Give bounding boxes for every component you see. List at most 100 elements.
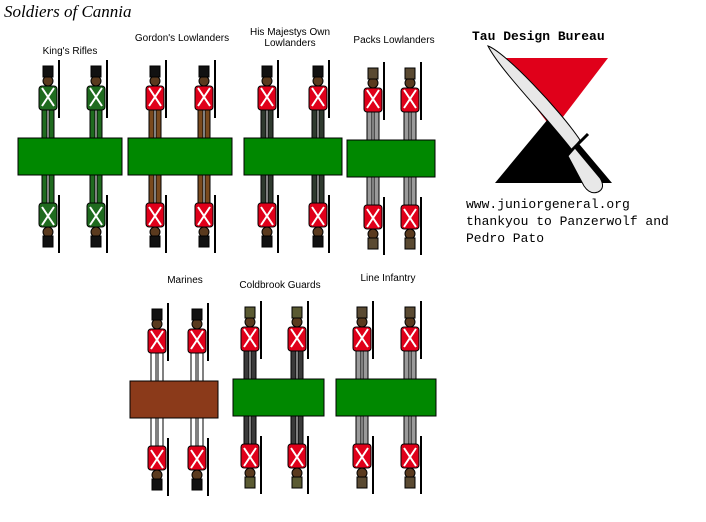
- soldier-front-2: [308, 60, 330, 139]
- soldier-front-1: [352, 301, 374, 380]
- soldier-hat: [149, 65, 161, 78]
- soldier-leg: [243, 348, 250, 380]
- soldier-belt: [197, 87, 211, 107]
- soldier-leg: [155, 107, 162, 139]
- soldier-belt: [150, 330, 164, 350]
- soldier-hat: [90, 65, 102, 78]
- soldier-back-1: [363, 176, 385, 255]
- soldier-back-1: [147, 417, 169, 496]
- soldier-leg: [297, 415, 304, 447]
- soldier-belt: [403, 328, 417, 348]
- soldier-leg: [150, 350, 157, 382]
- soldier-leg: [290, 415, 297, 447]
- unit-line-infantry: [335, 301, 437, 494]
- soldier-back-2: [86, 174, 108, 253]
- soldier-belt: [366, 89, 380, 109]
- unit-base: [127, 137, 233, 176]
- soldier-belt: [243, 328, 257, 348]
- soldier-leg: [318, 107, 325, 139]
- credit-website: www.juniorgeneral.org: [466, 197, 630, 212]
- soldier-belt: [260, 87, 274, 107]
- soldier-belt: [190, 330, 204, 350]
- soldier-belt: [148, 87, 162, 107]
- soldier-back-2: [400, 415, 422, 494]
- soldier-belt: [355, 447, 369, 467]
- soldier-leg: [190, 350, 197, 382]
- soldier-leg: [190, 417, 197, 449]
- unit-gordons-lowlanders: [127, 60, 233, 253]
- soldier-leg: [290, 348, 297, 380]
- soldier-front-1: [257, 60, 279, 139]
- unit-coldbrook-guards: [232, 301, 325, 494]
- soldier-back-1: [257, 174, 279, 253]
- soldier-back-1: [352, 415, 374, 494]
- soldier-leg: [197, 107, 204, 139]
- sheet-title: Soldiers of Cannia: [4, 2, 132, 21]
- unit-label-marines: Marines: [167, 275, 203, 286]
- unit-marines: [129, 303, 219, 496]
- soldier-belt: [148, 206, 162, 226]
- soldier-hat: [151, 478, 163, 491]
- soldier-leg: [204, 107, 211, 139]
- soldier-leg: [157, 350, 164, 382]
- soldier-leg: [197, 417, 204, 449]
- soldier-leg: [250, 348, 257, 380]
- soldier-hat: [191, 478, 203, 491]
- soldier-leg: [362, 415, 369, 447]
- soldier-leg: [403, 415, 410, 447]
- soldier-hat: [291, 476, 303, 489]
- soldier-leg: [243, 415, 250, 447]
- soldier-hat: [42, 65, 54, 78]
- credit-thanks-line-1: thankyou to Panzerwolf and: [466, 214, 669, 229]
- unit-label-coldbrook-guards: Coldbrook Guards: [239, 280, 321, 291]
- soldier-belt: [89, 87, 103, 107]
- soldier-leg: [197, 350, 204, 382]
- unit-base: [17, 137, 123, 176]
- soldier-belt: [311, 206, 325, 226]
- soldier-back-1: [38, 174, 60, 253]
- soldier-leg: [267, 174, 274, 206]
- soldier-front-2: [287, 301, 309, 380]
- soldier-hat: [151, 308, 163, 321]
- soldier-hat: [312, 65, 324, 78]
- soldier-front-2: [400, 301, 422, 380]
- soldier-back-1: [145, 174, 167, 253]
- soldier-hat: [367, 237, 379, 250]
- soldier-hat: [244, 476, 256, 489]
- unit-base: [129, 380, 219, 419]
- soldier-back-2: [187, 417, 209, 496]
- soldier-leg: [148, 174, 155, 206]
- unit-base: [346, 139, 436, 178]
- soldier-leg: [366, 109, 373, 141]
- soldier-leg: [197, 174, 204, 206]
- soldier-hat: [191, 308, 203, 321]
- unit-label-kings-rifles: King's Rifles: [42, 46, 98, 57]
- soldier-belt: [197, 206, 211, 226]
- unit-base: [232, 378, 325, 417]
- soldier-leg: [89, 107, 96, 139]
- soldier-hat: [291, 306, 303, 319]
- soldier-belt: [290, 447, 304, 467]
- soldier-belt: [403, 447, 417, 467]
- soldier-leg: [89, 174, 96, 206]
- soldier-front-2: [194, 60, 216, 139]
- soldier-leg: [297, 348, 304, 380]
- soldier-hat: [261, 235, 273, 248]
- soldier-belt: [366, 208, 380, 228]
- soldier-belt: [41, 206, 55, 226]
- soldier-leg: [311, 107, 318, 139]
- soldier-front-2: [187, 303, 209, 382]
- soldier-leg: [366, 176, 373, 208]
- soldier-belt: [190, 449, 204, 469]
- soldier-back-1: [240, 415, 262, 494]
- soldier-belt: [89, 206, 103, 226]
- soldier-hat: [198, 235, 210, 248]
- soldier-hat: [404, 237, 416, 250]
- soldier-belt: [355, 328, 369, 348]
- soldier-leg: [373, 109, 380, 141]
- soldier-hat: [149, 235, 161, 248]
- unit-base: [243, 137, 343, 176]
- soldier-leg: [260, 174, 267, 206]
- soldier-hat: [198, 65, 210, 78]
